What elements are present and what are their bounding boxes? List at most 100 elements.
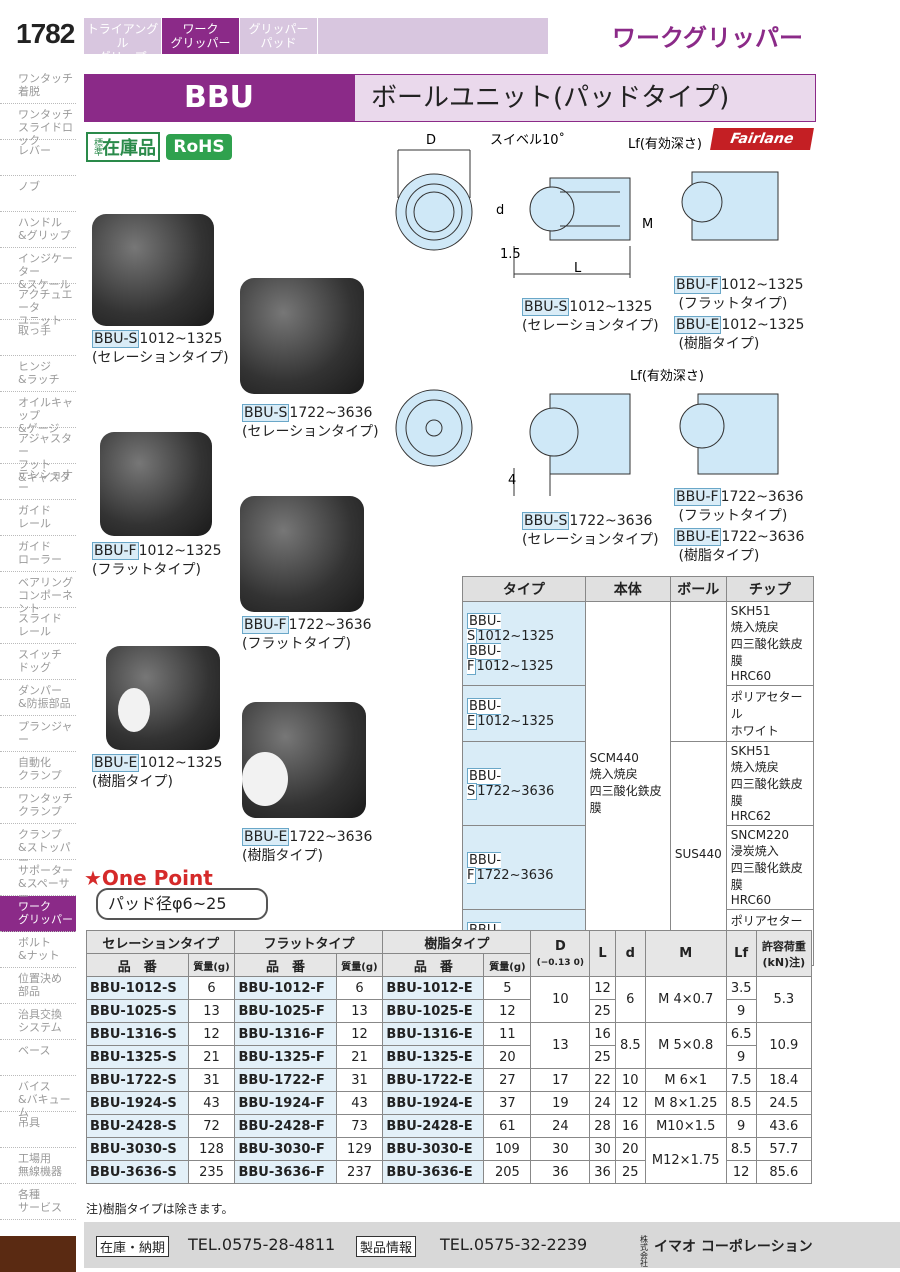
product-photo-bbu-s-large bbox=[240, 278, 364, 394]
sidebar-item-16[interactable]: スイッチ ドッグ bbox=[0, 644, 76, 680]
sidebar-item-20[interactable]: ワンタッチ クランプ bbox=[0, 788, 76, 824]
spec-cell: 12 bbox=[187, 1022, 236, 1046]
spec-cell: 24.5 bbox=[755, 1091, 813, 1115]
spec-header-part: 品 番 bbox=[234, 953, 337, 977]
top-tab-2[interactable]: グリッパー パッド bbox=[240, 18, 318, 54]
spec-cell: 3.5 bbox=[725, 976, 757, 1000]
sidebar-item-18[interactable]: プランジャー bbox=[0, 716, 76, 752]
top-tabs: トライアングル グリップワーク グリッパーグリッパー パッド bbox=[84, 18, 548, 64]
svg-text:スイベル10˚: スイベル10˚ bbox=[490, 132, 565, 148]
spec-cell: BBU-1722-F bbox=[234, 1068, 337, 1092]
sidebar-item-31[interactable]: 各種 サービス bbox=[0, 1184, 76, 1220]
section-title: ワークグリッパー bbox=[612, 24, 804, 52]
sidebar-item-4[interactable]: ハンドル &グリップ bbox=[0, 212, 76, 248]
sidebar-item-5[interactable]: インジケーター &スケール bbox=[0, 248, 76, 291]
sidebar-item-14[interactable]: ベアリング コンポーネント bbox=[0, 572, 76, 615]
sidebar-item-19[interactable]: 自動化 クランプ bbox=[0, 752, 76, 788]
footer-stock-tel: TEL.0575-28-4811 bbox=[188, 1235, 336, 1254]
footer-stock-label: 在庫・納期 bbox=[96, 1236, 170, 1257]
sidebar-item-10[interactable]: アジャスター フット &キャスタ bbox=[0, 428, 76, 484]
spec-cell: 24 bbox=[530, 1114, 591, 1138]
spec-cell: 5.3 bbox=[755, 976, 813, 1023]
sidebar-item-9[interactable]: オイルキャップ &ゲージ bbox=[0, 392, 76, 435]
sidebar-item-22[interactable]: サポーター &スペーサー bbox=[0, 860, 76, 903]
spec-cell: BBU-2428-E bbox=[382, 1114, 485, 1138]
spec-cell: 16 bbox=[614, 1114, 646, 1138]
spec-header-resin: 樹脂タイプ bbox=[382, 930, 532, 954]
spec-cell: BBU-1316-S bbox=[86, 1022, 189, 1046]
stock-badge-small: 標準 bbox=[92, 138, 102, 156]
spec-cell: BBU-3030-E bbox=[382, 1137, 485, 1161]
sidebar-item-0[interactable]: ワンタッチ 着脱 bbox=[0, 68, 76, 104]
svg-text:1.5: 1.5 bbox=[500, 247, 521, 262]
spec-cell: BBU-1025-E bbox=[382, 999, 485, 1023]
sidebar-item-17[interactable]: ダンパー &防振部品 bbox=[0, 680, 76, 716]
spec-cell: 13 bbox=[530, 1022, 591, 1069]
spec-cell: 12 bbox=[725, 1160, 757, 1184]
spec-cell: 11 bbox=[483, 1022, 532, 1046]
sidebar-item-8[interactable]: ヒンジ &ラッチ bbox=[0, 356, 76, 392]
sidebar-item-29[interactable]: 吊具 bbox=[0, 1112, 76, 1148]
sidebar-item-30[interactable]: 工場用 無線機器 bbox=[0, 1148, 76, 1184]
spec-cell: 10.9 bbox=[755, 1022, 813, 1069]
product-code: BBU bbox=[84, 74, 354, 122]
mat-header-tip: チップ bbox=[725, 576, 815, 602]
sidebar-item-23[interactable]: ワーク グリッパー bbox=[0, 896, 76, 932]
top-tab-0[interactable]: トライアングル グリップ bbox=[84, 18, 162, 64]
spec-cell: 13 bbox=[335, 999, 384, 1023]
spec-cell: BBU-1025-F bbox=[234, 999, 337, 1023]
sidebar-item-21[interactable]: クランプ &ストッパー bbox=[0, 824, 76, 867]
page-number: 1782 bbox=[16, 18, 75, 49]
rohs-badge: RoHS bbox=[166, 134, 232, 160]
sidebar-item-27[interactable]: ベース bbox=[0, 1040, 76, 1076]
stock-badge: 標準 在庫品 bbox=[86, 132, 160, 162]
spec-cell: 43 bbox=[187, 1091, 236, 1115]
footer: 在庫・納期 TEL.0575-28-4811 製品情報 TEL.0575-32-… bbox=[84, 1222, 900, 1268]
spec-cell: 43 bbox=[335, 1091, 384, 1115]
sidebar-item-6[interactable]: アクチュエータ ユニット bbox=[0, 284, 76, 327]
spec-table: セレーションタイプ フラットタイプ 樹脂タイプ D(−0.13 0) L d M… bbox=[85, 930, 813, 1184]
sidebar-item-25[interactable]: 位置決め 部品 bbox=[0, 968, 76, 1004]
mat-tip-cell: ポリアセタール ホワイト bbox=[725, 685, 815, 742]
spec-cell: 9 bbox=[725, 1045, 757, 1069]
sidebar-item-24[interactable]: ボルト &ナット bbox=[0, 932, 76, 968]
spec-cell: 13 bbox=[187, 999, 236, 1023]
spec-header-serration: セレーションタイプ bbox=[85, 930, 236, 954]
spec-cell: BBU-1722-S bbox=[86, 1068, 189, 1092]
sidebar-item-3[interactable]: ノブ bbox=[0, 176, 76, 212]
spec-cell: 18.4 bbox=[755, 1068, 813, 1092]
spec-cell: 5 bbox=[483, 976, 532, 1000]
spec-cell: 8.5 bbox=[725, 1091, 757, 1115]
spec-cell: BBU-1316-E bbox=[382, 1022, 485, 1046]
resin-tip-large bbox=[242, 752, 288, 806]
spec-cell: 16 bbox=[589, 1022, 616, 1046]
sidebar-item-1[interactable]: ワンタッチ スライドロック bbox=[0, 104, 76, 147]
product-photo-bbu-f-large bbox=[240, 496, 364, 612]
top-tab-1[interactable]: ワーク グリッパー bbox=[162, 18, 240, 54]
sidebar-item-13[interactable]: ガイド ローラー bbox=[0, 536, 76, 572]
spec-cell: M 4×0.7 bbox=[644, 976, 727, 1023]
technical-drawing: D スイベル10˚ Lf(有効深さ) d M L 1.5 4 Lf(有効深さ) bbox=[395, 132, 779, 496]
svg-text:Lf(有効深さ): Lf(有効深さ) bbox=[628, 137, 702, 152]
sidebar-item-26[interactable]: 治具交換 システム bbox=[0, 1004, 76, 1040]
sidebar-item-7[interactable]: 取っ手 bbox=[0, 320, 76, 356]
sidebar-item-11[interactable]: テンショナー bbox=[0, 464, 76, 500]
mat-body-cell: SCM440 焼入焼戻 四三酸化鉄皮膜 bbox=[584, 601, 671, 966]
sidebar-item-2[interactable]: レバー bbox=[0, 140, 76, 176]
svg-text:L: L bbox=[574, 261, 582, 276]
spec-header-mass: 質量(g) bbox=[483, 953, 532, 977]
spec-cell: 237 bbox=[335, 1160, 384, 1184]
sidebar-item-12[interactable]: ガイド レール bbox=[0, 500, 76, 536]
sidebar-item-28[interactable]: バイス &バキューム bbox=[0, 1076, 76, 1119]
sidebar-item-15[interactable]: スライド レール bbox=[0, 608, 76, 644]
